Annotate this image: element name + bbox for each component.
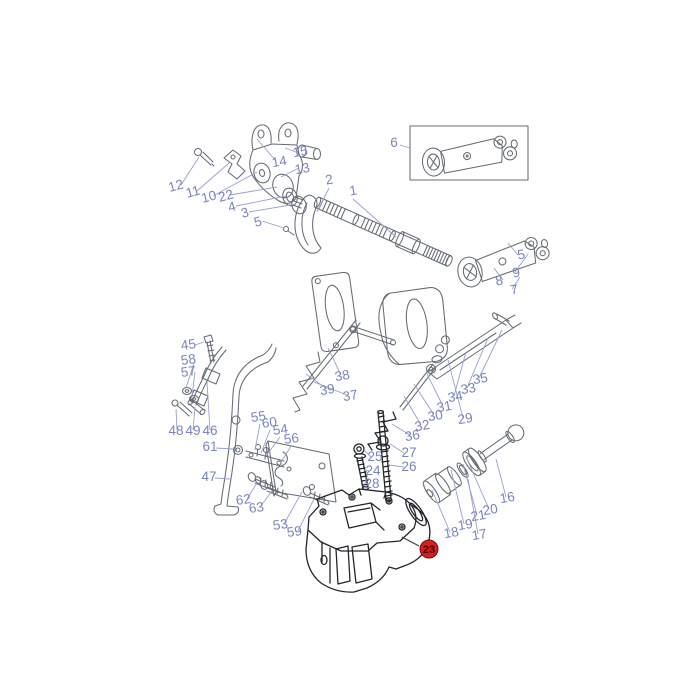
base-plate-drawing <box>245 440 337 506</box>
part-label-46: 46 <box>202 423 217 438</box>
part-label-10: 10 <box>200 187 218 205</box>
lift-arm-drawing <box>457 236 550 288</box>
part-label-11: 11 <box>184 183 201 201</box>
part-label-16: 16 <box>499 489 516 506</box>
part-label-35: 35 <box>472 370 489 387</box>
part-label-4: 4 <box>226 198 238 215</box>
part-label-57: 57 <box>180 363 197 380</box>
part-label-54: 54 <box>272 421 289 438</box>
part-label-45: 45 <box>180 336 197 353</box>
part-label-18: 18 <box>443 524 460 541</box>
highlighted-part-marker[interactable]: 23 <box>419 539 439 559</box>
highlight-number: 23 <box>423 544 435 556</box>
part-label-20: 20 <box>482 501 499 518</box>
part-label-33: 33 <box>460 380 477 397</box>
part-label-22: 22 <box>217 186 235 204</box>
part-label-31: 31 <box>436 398 453 415</box>
cross-shaft-drawing <box>313 196 453 267</box>
part-label-27: 27 <box>401 445 416 460</box>
studs-drawing <box>353 409 397 502</box>
valve-body-drawing <box>305 488 431 593</box>
part-label-9: 9 <box>511 265 521 281</box>
part-label-3: 3 <box>239 204 250 220</box>
part-label-29: 29 <box>457 410 474 427</box>
part-label-62: 62 <box>235 491 252 508</box>
part-label-5: 5 <box>252 213 263 229</box>
part-label-32: 32 <box>414 417 431 434</box>
part-label-6: 6 <box>390 135 398 150</box>
part-label-56: 56 <box>283 430 300 447</box>
fork-lever-drawing <box>294 194 322 254</box>
part-label-5: 5 <box>516 247 526 263</box>
part-label-49: 49 <box>185 423 200 438</box>
highlight-leader-line <box>401 536 420 547</box>
bracket-plates-drawing <box>292 271 450 413</box>
part-label-15: 15 <box>292 143 309 160</box>
part-label-38: 38 <box>334 367 351 384</box>
boxed-lift-arm-drawing <box>409 125 529 181</box>
part-label-28: 28 <box>364 476 379 491</box>
part-label-47: 47 <box>201 469 216 484</box>
part-label-48: 48 <box>168 423 183 438</box>
rocker-assembly-drawing <box>193 122 322 236</box>
part-label-58: 58 <box>180 351 197 368</box>
part-label-21: 21 <box>470 507 487 524</box>
part-label-17: 17 <box>471 526 488 543</box>
part-label-19: 19 <box>457 516 474 533</box>
part-label-26: 26 <box>401 459 416 474</box>
part-label-7: 7 <box>509 282 519 298</box>
part-label-39: 39 <box>319 381 336 398</box>
piston-assembly-drawing <box>422 424 525 504</box>
highlight-circle[interactable] <box>419 539 439 559</box>
part-label-55: 55 <box>250 408 267 425</box>
part-label-34: 34 <box>447 388 465 405</box>
part-label-25: 25 <box>367 449 382 464</box>
part-label-24: 24 <box>365 463 381 478</box>
part-label-59: 59 <box>286 523 303 540</box>
left-linkage-drawing <box>171 334 277 516</box>
part-label-12: 12 <box>167 176 185 194</box>
part-label-60: 60 <box>261 414 278 431</box>
part-label-30: 30 <box>427 407 444 424</box>
part-label-1: 1 <box>348 183 358 199</box>
part-label-53: 53 <box>272 516 289 533</box>
part-label-2: 2 <box>324 172 334 188</box>
part-label-36: 36 <box>404 427 421 444</box>
part-label-37: 37 <box>342 387 359 404</box>
part-label-14: 14 <box>271 153 289 170</box>
part-label-63: 63 <box>248 499 265 516</box>
part-label-13: 13 <box>294 160 311 177</box>
leader-lines <box>175 138 529 535</box>
part-label-8: 8 <box>494 273 504 289</box>
part-label-61: 61 <box>202 439 217 454</box>
